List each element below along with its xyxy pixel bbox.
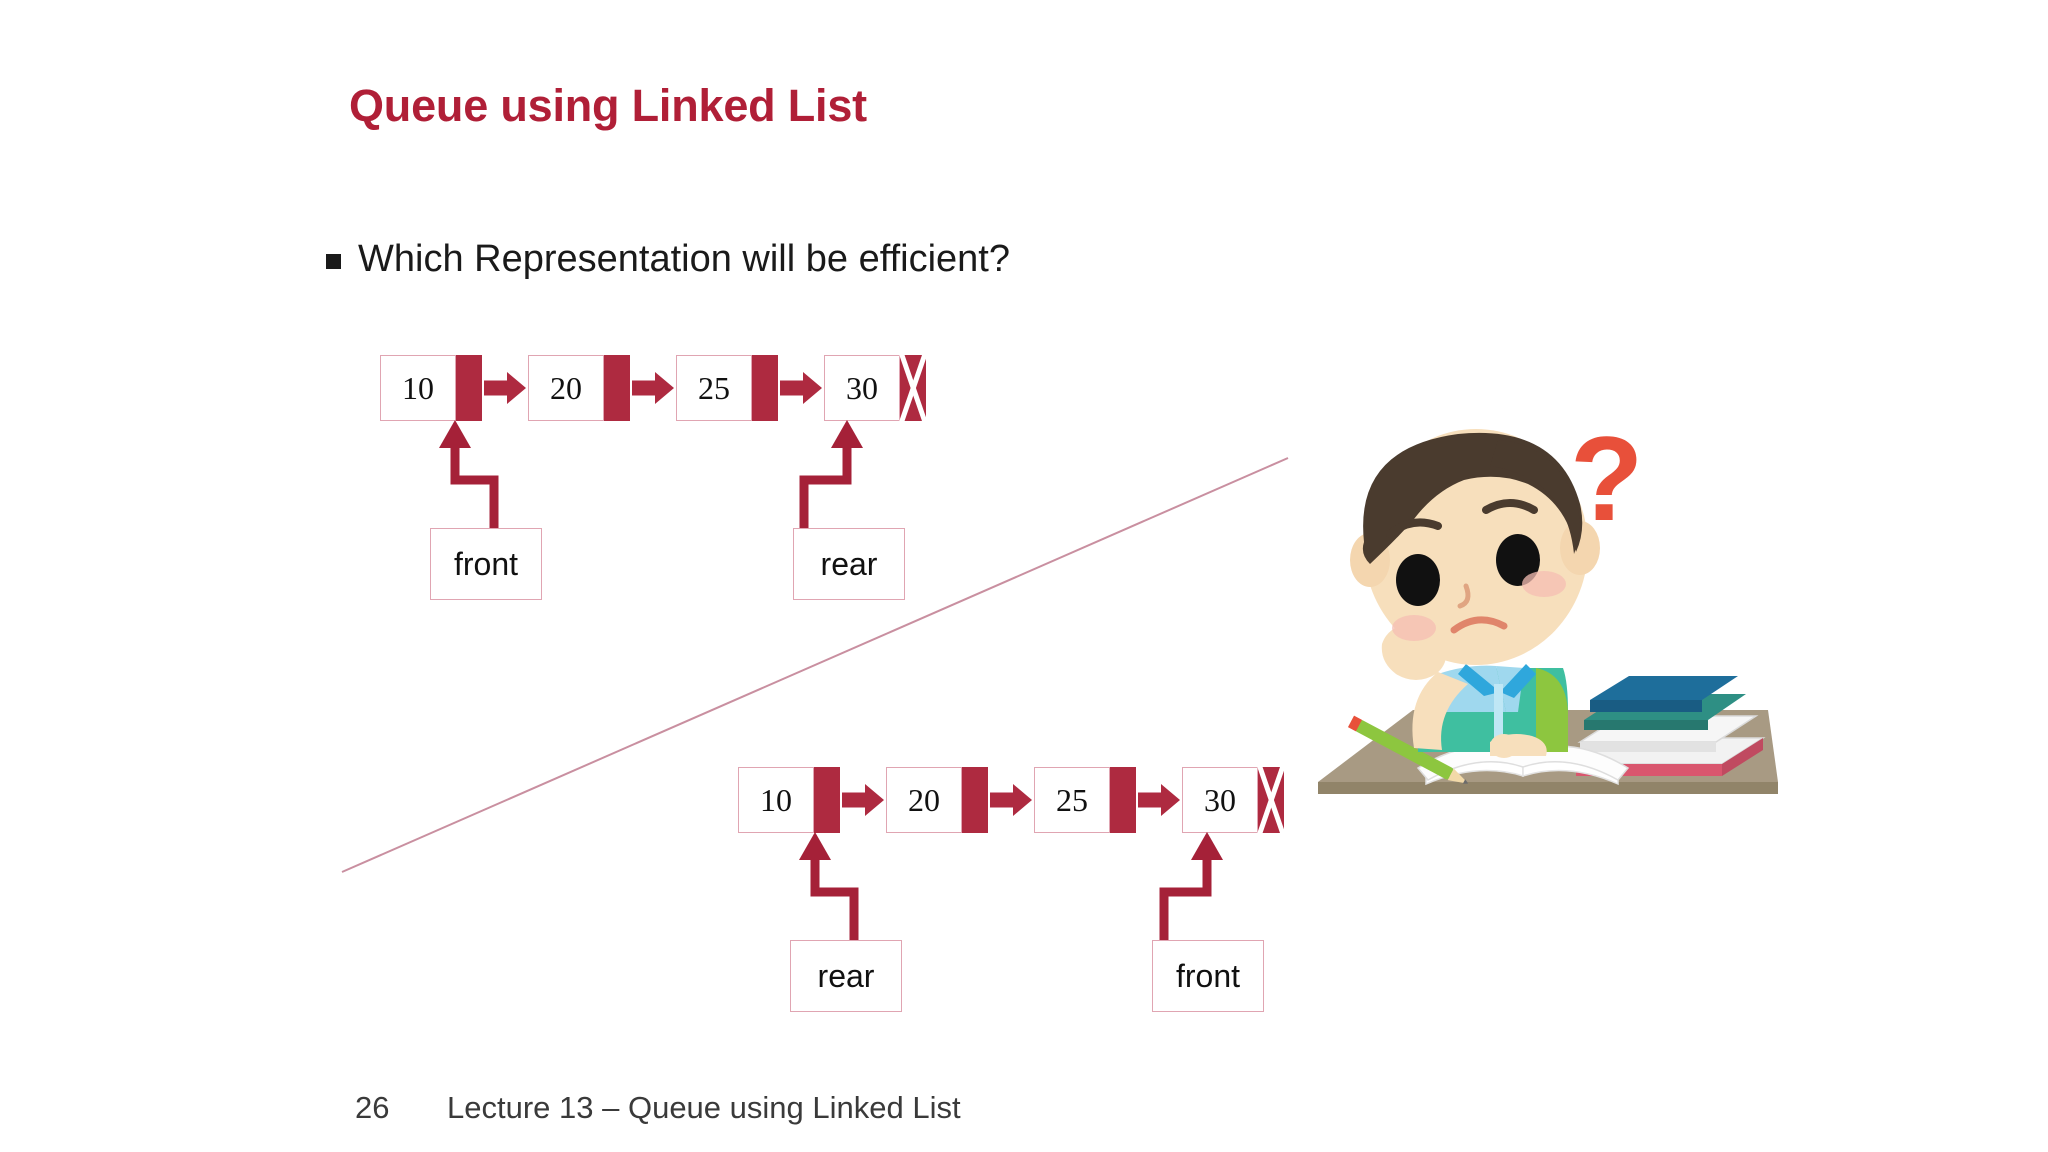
front-connector-a	[439, 420, 499, 533]
list-node: 20	[528, 355, 630, 421]
list-node: 10	[380, 355, 482, 421]
list-node: 30	[1182, 767, 1284, 833]
link-arrow-icon	[840, 767, 886, 833]
list-node: 25	[676, 355, 778, 421]
node-value: 10	[738, 767, 814, 833]
front-pointer-box-b: front	[1152, 940, 1264, 1012]
pointer-label: rear	[817, 957, 875, 994]
pencil-icon	[1347, 715, 1469, 784]
pointer-label: rear	[820, 545, 878, 582]
rear-connector-b	[799, 832, 859, 945]
node-value: 10	[380, 355, 456, 421]
node-chain-b: 10 20 25 30	[738, 767, 1284, 833]
link-arrow-icon	[778, 355, 824, 421]
rear-connector-a	[799, 420, 863, 533]
rear-pointer-box-b: rear	[790, 940, 902, 1012]
front-connector-b	[1159, 832, 1223, 945]
student-body	[1418, 664, 1568, 752]
list-node: 25	[1034, 767, 1136, 833]
node-pointer-cell	[1110, 767, 1136, 833]
node-chain-a: 10 20 25 30	[380, 355, 926, 421]
node-pointer-cell	[456, 355, 482, 421]
node-value: 20	[886, 767, 962, 833]
footer-title: Lecture 13 – Queue using Linked List	[447, 1090, 961, 1125]
node-pointer-cell	[962, 767, 988, 833]
node-value: 25	[676, 355, 752, 421]
thinking-student-illustration: ?	[1318, 412, 1778, 794]
bullet-item: Which Representation will be efficient?	[326, 238, 1010, 282]
book-stack-icon	[1573, 676, 1766, 776]
link-arrow-icon	[1136, 767, 1182, 833]
front-pointer-box-a: front	[430, 528, 542, 600]
rear-pointer-box-a: rear	[793, 528, 905, 600]
student-head	[1350, 429, 1600, 665]
list-node: 30	[824, 355, 926, 421]
node-value: 30	[1182, 767, 1258, 833]
node-value: 30	[824, 355, 900, 421]
footer-page-number: 26	[355, 1090, 390, 1125]
bullet-text: Which Representation will be efficient?	[358, 238, 1010, 280]
open-book-icon	[1416, 745, 1630, 786]
node-pointer-cell	[752, 355, 778, 421]
pointer-label: front	[1175, 957, 1241, 994]
node-pointer-cell	[604, 355, 630, 421]
node-value: 20	[528, 355, 604, 421]
list-node: 20	[886, 767, 988, 833]
null-pointer-icon	[900, 355, 926, 421]
link-arrow-icon	[630, 355, 676, 421]
link-arrow-icon	[988, 767, 1034, 833]
page-title: Queue using Linked List	[349, 80, 867, 131]
pointer-label: front	[453, 545, 519, 582]
square-bullet-icon	[326, 254, 341, 269]
list-node: 10	[738, 767, 840, 833]
student-arms	[1381, 623, 1547, 758]
node-value: 25	[1034, 767, 1110, 833]
null-pointer-icon	[1258, 767, 1284, 833]
node-pointer-cell	[814, 767, 840, 833]
link-arrow-icon	[482, 355, 528, 421]
